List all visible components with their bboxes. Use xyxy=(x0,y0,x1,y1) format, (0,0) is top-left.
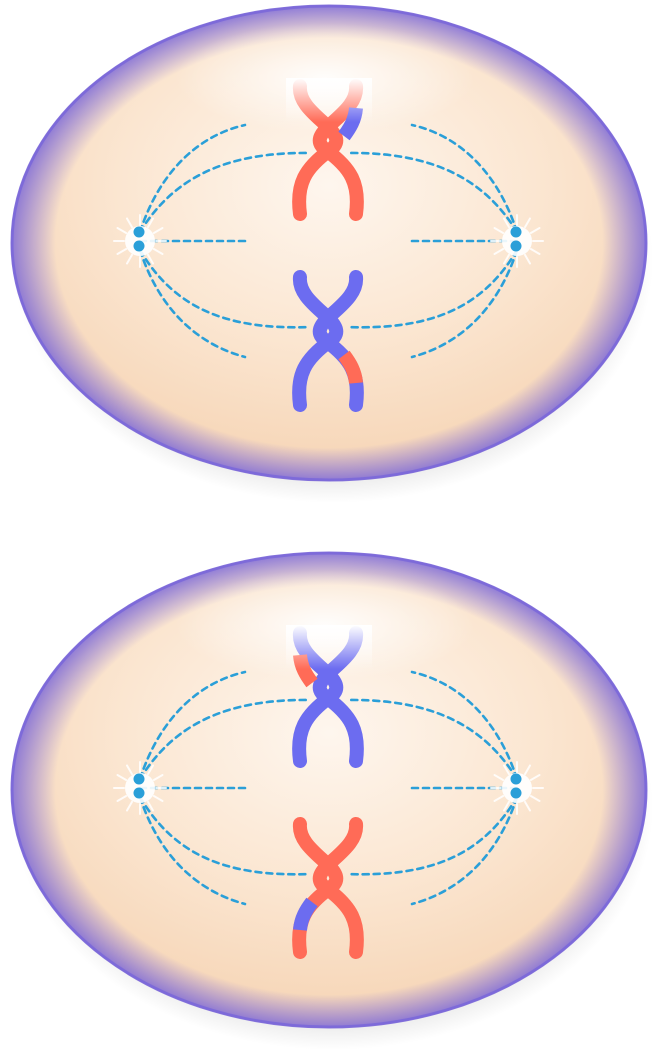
chromosome-fade xyxy=(286,78,372,122)
cell-membrane xyxy=(11,552,647,1028)
centriole xyxy=(510,773,522,785)
cell-membrane xyxy=(11,5,647,481)
spindle-fiber xyxy=(138,151,312,234)
spindle-fiber xyxy=(138,795,247,906)
spindle-fiber xyxy=(345,795,519,876)
cell-bottom xyxy=(10,551,653,1050)
spindle-fiber xyxy=(345,698,519,781)
spindle-fiber xyxy=(345,151,519,234)
centriole xyxy=(133,226,145,238)
lower-chromosome xyxy=(292,817,364,959)
centriole xyxy=(133,240,145,252)
centrosome-left xyxy=(113,761,167,815)
spindle-fiber xyxy=(138,795,312,876)
centriole xyxy=(510,240,522,252)
spindle-fiber xyxy=(138,248,312,329)
chromatid xyxy=(312,817,364,959)
centrosome-right xyxy=(490,761,544,815)
crossover-band xyxy=(338,350,363,384)
spindle-fiber xyxy=(410,670,519,781)
spindle-fiber xyxy=(345,248,519,329)
spindle-fiber xyxy=(138,123,247,234)
spindle-fiber xyxy=(138,698,312,781)
crossover-band xyxy=(293,897,318,931)
spindle-fiber xyxy=(138,670,247,781)
lower-chromosome xyxy=(292,270,364,412)
spindle-fiber xyxy=(410,123,519,234)
centriole xyxy=(133,773,145,785)
spindle-fiber xyxy=(138,248,247,359)
spindle-fiber xyxy=(410,248,519,359)
centriole xyxy=(510,226,522,238)
spindle-fiber xyxy=(410,795,519,906)
centrosome-left xyxy=(113,214,167,268)
cell-top xyxy=(10,4,653,503)
chromosome-fade xyxy=(286,625,372,669)
centriole xyxy=(510,787,522,799)
cell-membrane-outline xyxy=(10,4,648,482)
upper-chromosome xyxy=(286,625,372,768)
upper-chromosome xyxy=(286,78,372,221)
centrosome-right xyxy=(490,214,544,268)
centriole xyxy=(133,787,145,799)
cell-membrane-outline xyxy=(10,551,648,1029)
